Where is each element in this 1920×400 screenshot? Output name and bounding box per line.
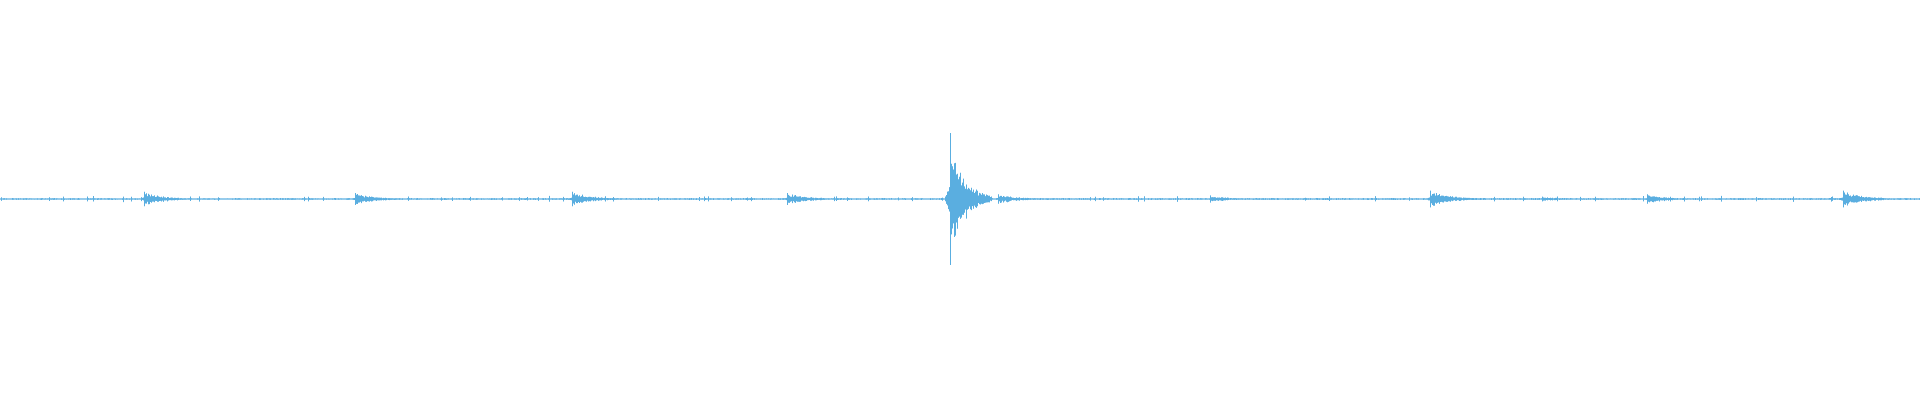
- waveform-series: [0, 133, 1920, 265]
- waveform-trace: [0, 154, 1920, 247]
